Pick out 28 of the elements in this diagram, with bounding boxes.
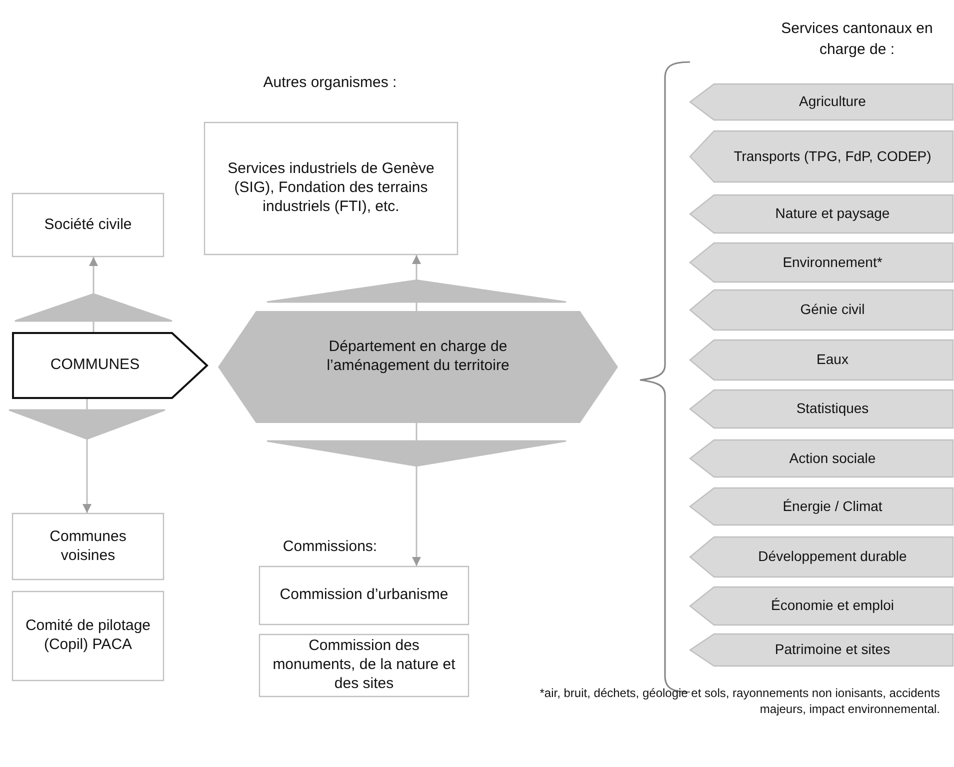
service-box: Action sociale [690,440,953,477]
footnote: *air, bruit, déchets, géologie et sols, rayonnements non ionisants, accidents majeurs, impact environnemental. [538,686,940,718]
service-box: Transports (TPG, FdP, CODEP) [690,131,953,182]
service-box: Agriculture [690,84,953,120]
triangle-arrow [266,254,567,312]
service-box: Développement durable [690,537,953,577]
heading: Commissions: [282,538,378,555]
organisation-box: Commission d’urbanisme [259,566,469,625]
commune-box: COMMUNES [12,332,208,399]
service-box: Énergie / Climat [690,488,953,525]
organisation-box: Comité de pilotage (Copil) PACA [12,591,164,681]
service-box: Génie civil [690,290,953,330]
heading: Services cantonaux en charge de : [780,19,934,60]
triangle-arrow [266,422,567,567]
heading: Autres organismes : [262,74,398,91]
organisation-box: Commission des monuments, de la nature et des sites [259,634,469,697]
organisation-box: Services industriels de Genève (SIG), Fondation des terrains industriels (FTI), etc. [204,122,458,255]
service-box: Nature et paysage [690,195,953,233]
organisation-box: Société civile [12,193,164,257]
triangle-arrow [14,256,173,333]
organisation-box: Communes voisines [12,513,164,580]
service-box: Statistiques [690,390,953,428]
service-box: Économie et emploi [690,587,953,625]
service-box: Eaux [690,340,953,380]
service-box: Environnement* [690,243,953,282]
department-box: Département en charge de l’aménagement du territoire [218,311,618,423]
service-box: Patrimoine et sites [690,634,953,666]
triangle-arrow [8,398,166,514]
